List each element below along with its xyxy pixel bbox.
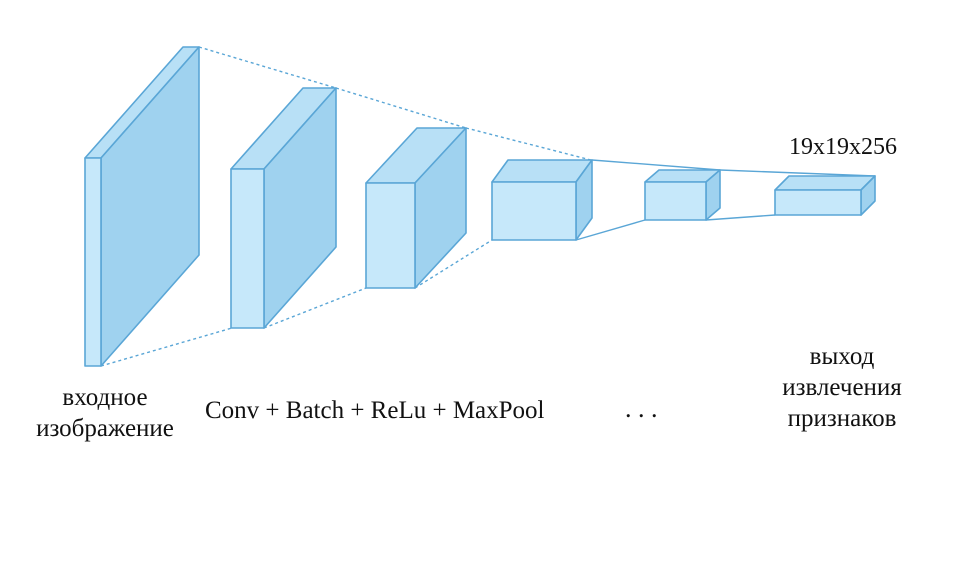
input-image-block	[84, 46, 200, 367]
output-label: выход извлечения признаков	[752, 341, 932, 434]
pipeline-label: Conv + Batch + ReLu + MaxPool	[205, 397, 545, 424]
output-label-line-2: извлечения	[782, 374, 902, 401]
output-feature-block	[774, 175, 876, 216]
conv-block-2	[365, 127, 467, 289]
conv-block-3	[491, 159, 593, 241]
output-label-line-3: признаков	[787, 405, 897, 432]
input-label-line-2: изображение	[36, 415, 174, 442]
ellipsis-label: . . .	[625, 394, 658, 423]
conv-block-4	[644, 169, 721, 221]
output-shape-label: 19x19x256	[789, 134, 897, 160]
input-image-label: входное изображение	[10, 382, 200, 444]
input-label-line-1: входное	[62, 384, 148, 411]
conv-block-1	[230, 87, 337, 329]
connector-lines	[100, 46, 876, 367]
output-label-line-1: выход	[809, 343, 875, 370]
